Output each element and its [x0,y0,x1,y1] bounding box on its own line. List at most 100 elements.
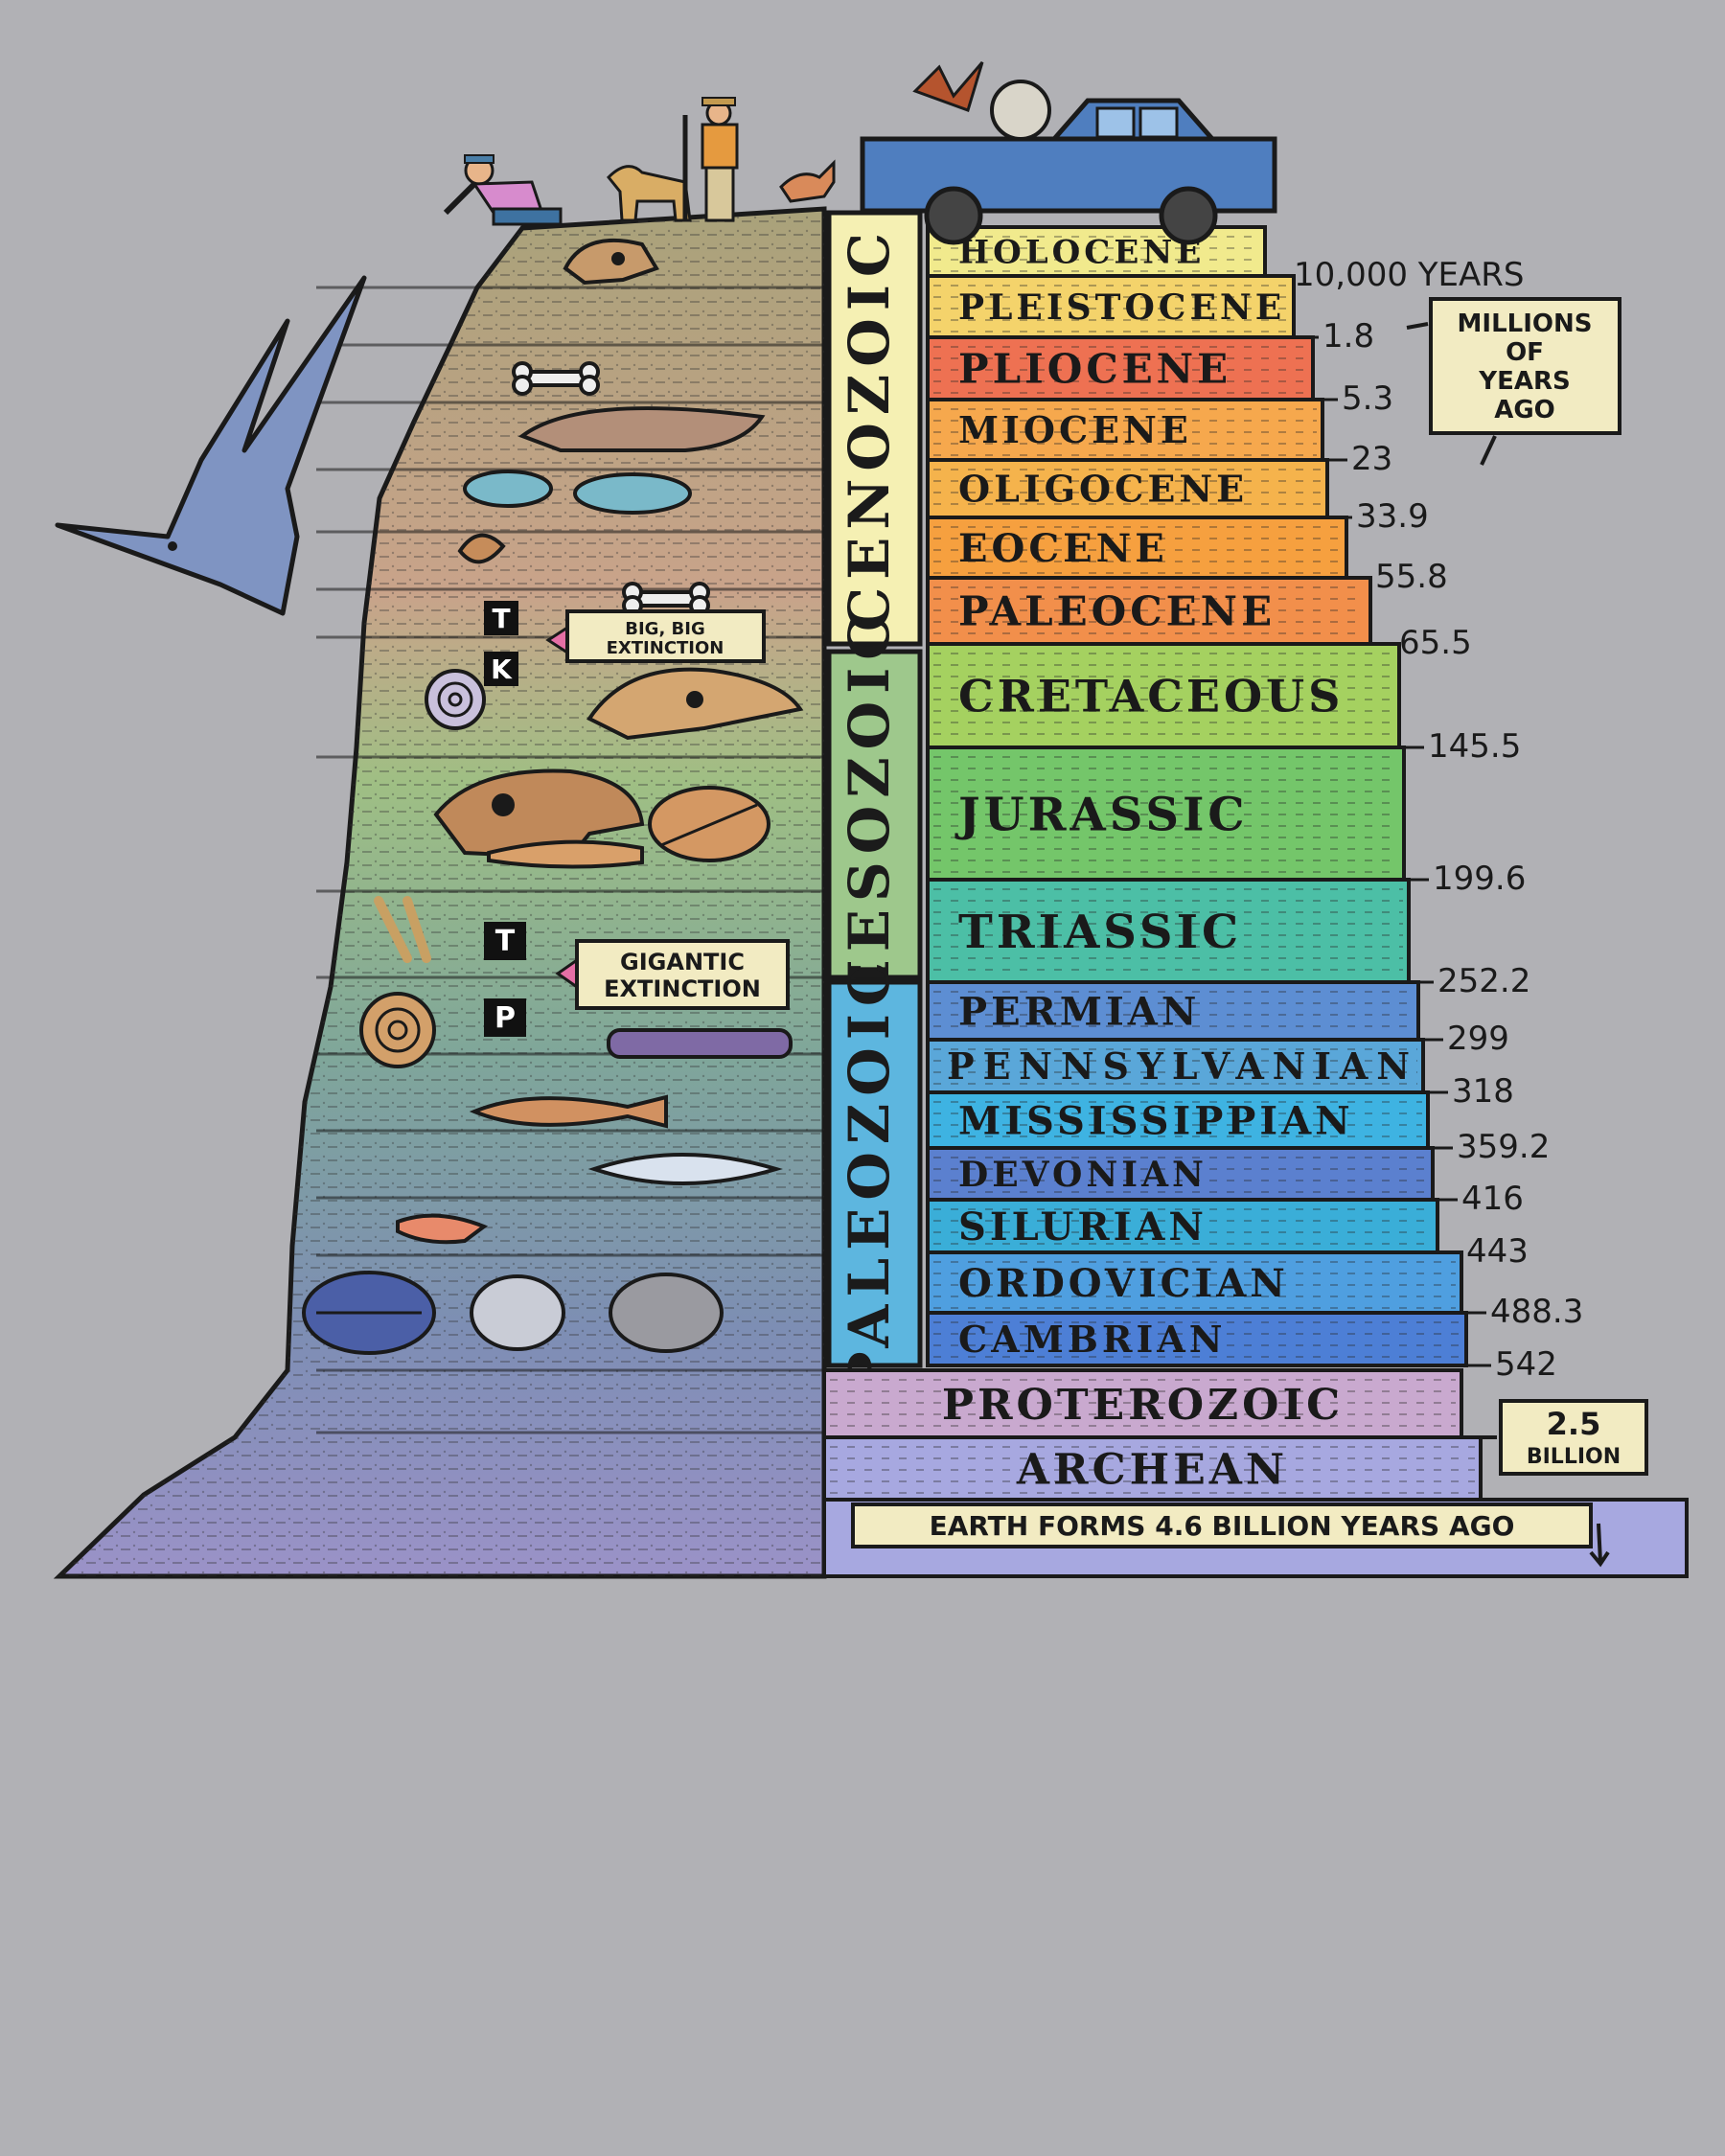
eon-label: ARCHEAN [1016,1445,1288,1494]
svg-text:443: 443 [1466,1232,1529,1271]
age-label: 443 [1438,1232,1529,1271]
period-label: CRETACEOUS [958,671,1344,722]
plant-fossil-icon [648,786,770,862]
period-band-cambrian: CAMBRIAN [926,1311,1468,1367]
period-band-oligocene: OLIGOCENE [926,458,1329,519]
period-band-miocene: MIOCENE [926,398,1324,462]
paleontologist-kneeling-icon [443,154,563,226]
pickup-truck-icon [860,61,1277,245]
units-note-box: MILLIONS OF YEARS AGO [1406,297,1622,466]
units-note-line: YEARS [1478,367,1570,396]
age-label: 23 [1322,440,1392,478]
pterodactyl-icon [55,275,367,616]
age-label: 199.6 [1404,860,1526,898]
period-label: HOLOCENE [958,234,1205,272]
extinction-letter: T [495,925,516,958]
eel-fossil-icon [607,1028,793,1059]
mammal-skull-fossil-icon [518,406,766,452]
period-label: SILURIAN [958,1204,1208,1250]
extinction-label: GIGANTIC [620,949,745,975]
period-label: DEVONIAN [958,1155,1208,1195]
svg-text:199.6: 199.6 [1433,860,1526,898]
age-label: 10,000 YEARS [1265,256,1525,294]
trilobite-fossil-icon [609,1273,724,1353]
svg-text:55.8: 55.8 [1375,558,1448,596]
svg-text:299: 299 [1447,1020,1509,1058]
age-label: 359.2 [1428,1128,1550,1166]
period-label: PLIOCENE [958,346,1231,393]
age-label: 1.8 [1294,317,1374,356]
leaf-fossil-icon [457,533,506,564]
svg-text:65.5: 65.5 [1399,624,1472,662]
dinosaur-skull-fossil-icon [586,667,804,741]
era-label: CENOZOIC [837,225,902,631]
period-band-pennsylvanian: PENNSYLVANIAN [926,1038,1425,1094]
era-cenozoic: CENOZOIC [826,210,923,647]
fish-skeleton-fossil-icon [587,1153,783,1185]
svg-text:542: 542 [1495,1345,1557,1384]
extinction-letter: T [492,603,510,634]
extinction-label: EXTINCTION [604,975,761,1002]
units-note-line: AGO [1494,396,1555,424]
eon-archean: ARCHEAN [822,1435,1483,1502]
era-paleozoic: PALEOZOIC [826,954,923,1393]
dog-icon [606,165,692,222]
period-label: JURASSIC [954,788,1249,841]
period-label: PALEOCENE [958,588,1276,635]
svg-text:488.3: 488.3 [1490,1293,1583,1331]
period-band-silurian: SILURIAN [926,1198,1439,1254]
period-band-triassic: TRIASSIC [926,878,1411,984]
paleontologist-standing-icon [682,97,739,222]
age-label: 542 [1466,1345,1557,1384]
era-mesozoic: MESOZOIC [826,608,923,1021]
period-band-devonian: DEVONIAN [926,1146,1435,1202]
period-band-paleocene: PALEOCENE [926,576,1372,646]
units-note-line: MILLIONS [1458,310,1593,338]
svg-text:318: 318 [1452,1072,1514,1111]
period-label: CAMBRIAN [958,1318,1226,1361]
fern-fossil-icon [374,896,431,963]
svg-text:252.2: 252.2 [1438,962,1530,1000]
age-label: 488.3 [1461,1293,1583,1331]
age-label: 55.8 [1346,558,1448,596]
eon-label: PROTEROZOIC [942,1381,1344,1430]
extinction-label: BIG, BIG [625,619,705,639]
period-label: PLEISTOCENE [958,287,1285,328]
earth-forms-text: EARTH FORMS 4.6 BILLION YEARS AGO [930,1510,1515,1542]
period-label: ORDOVICIAN [958,1261,1289,1306]
extinction-letter: K [491,654,513,685]
period-band-pliocene: PLIOCENE [926,335,1315,401]
svg-text:416: 416 [1461,1180,1524,1218]
age-label: 416 [1433,1180,1524,1218]
units-note-line: OF [1506,338,1544,367]
period-label: PERMIAN [958,989,1200,1034]
fossil-skull-icon [563,238,659,286]
svg-text:10,000 YEARS: 10,000 YEARS [1294,256,1525,294]
era-label: PALEOZOIC [837,954,902,1393]
eon-proterozoic: PROTEROZOIC [822,1368,1463,1439]
period-label: TRIASSIC [958,906,1242,959]
extinction-label: EXTINCTION [607,638,724,658]
crocodile-fossil-icon [487,839,644,869]
age-label: 145.5 [1399,727,1521,766]
tp-extinction-marker: T P GIGANTIC EXTINCTION [484,922,790,1037]
age-label: 318 [1423,1072,1514,1111]
kt-extinction-marker: T K BIG, BIG EXTINCTION [484,601,766,686]
ammonite-fossil-icon [425,669,486,730]
period-band-cretaceous: CRETACEOUS [926,642,1401,749]
svg-text:359.2: 359.2 [1457,1128,1550,1166]
fish-fossil-icon [469,1094,668,1129]
extinction-letter: P [494,1001,516,1035]
period-band-eocene: EOCENE [926,516,1348,580]
svg-text:1.8: 1.8 [1322,317,1374,356]
period-band-jurassic: JURASSIC [926,745,1406,882]
age-label: 299 [1418,1020,1509,1058]
billion-label: BILLION [1527,1445,1621,1469]
earth-forms-note: EARTH FORMS 4.6 BILLION YEARS AGO [851,1502,1610,1568]
fish-fossil-icon [463,470,692,515]
svg-text:145.5: 145.5 [1428,727,1521,766]
period-label: MIOCENE [958,408,1192,451]
period-band-pleistocene: PLEISTOCENE [926,274,1296,339]
rabbit-icon [779,159,836,203]
